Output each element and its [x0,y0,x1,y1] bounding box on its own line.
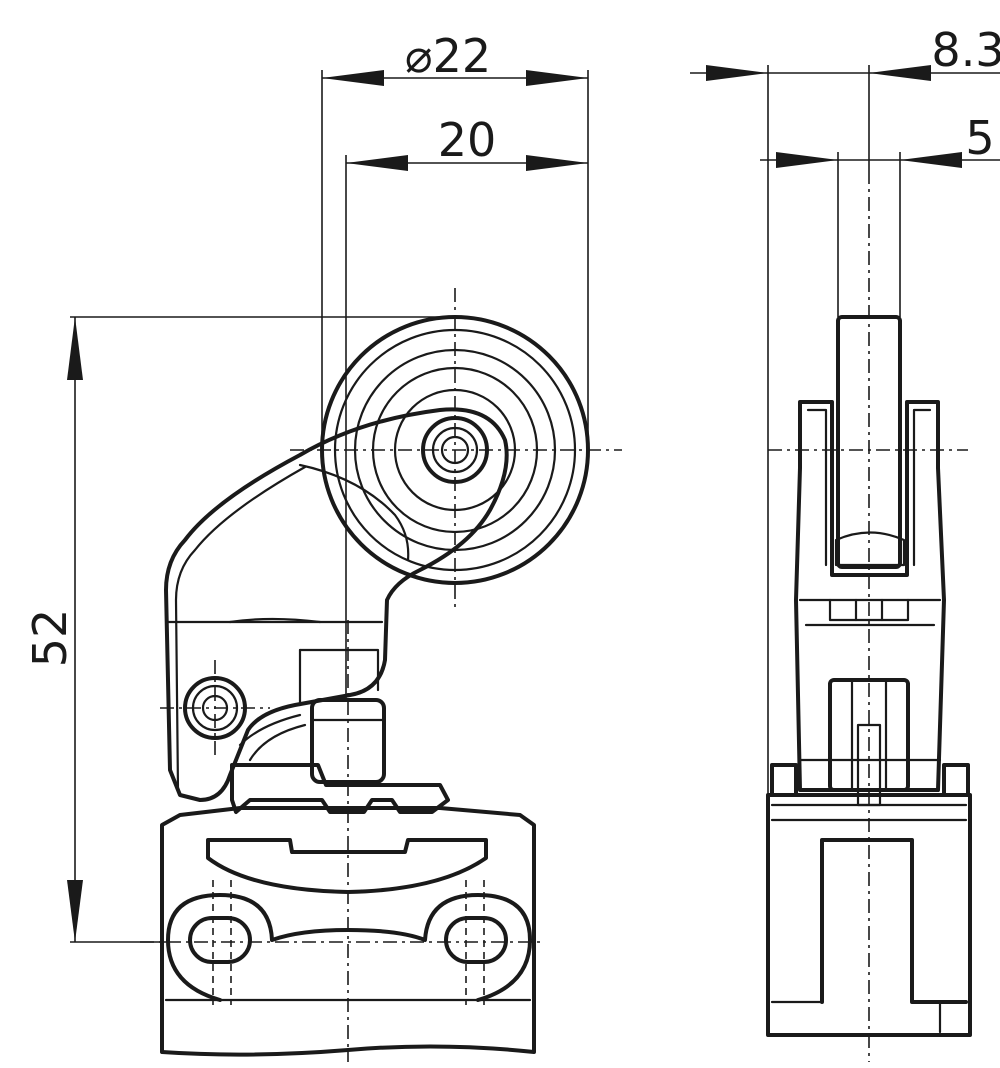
side-view: 8.3 5 [690,23,1000,1062]
dim-20: 20 [345,113,588,700]
dim-8-3: 8.3 [690,23,1000,1035]
dim-5-label: 5 [965,111,994,165]
lever-arm [164,407,509,802]
front-centerlines [140,288,622,1062]
dim-diameter-label: ⌀22 [405,29,491,83]
front-view: ⌀22 20 52 [23,29,622,1062]
collar-plate [230,763,450,814]
dim-diameter: ⌀22 [321,29,589,450]
side-plunger [798,678,942,807]
dim-8-3-label: 8.3 [931,23,1000,77]
side-centerlines [768,170,968,1062]
side-fork [794,400,946,792]
dim-52: 52 [23,316,455,943]
dim-20-label: 20 [438,113,497,167]
dim-52-label: 52 [23,609,77,668]
dim-5: 5 [760,111,1000,317]
